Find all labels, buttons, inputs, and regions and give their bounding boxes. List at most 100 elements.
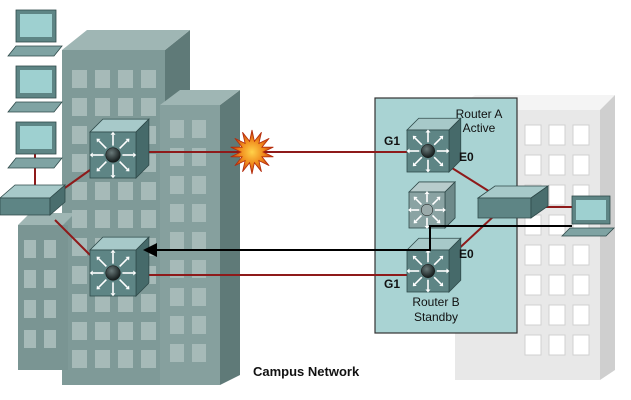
device-arrow (433, 276, 442, 285)
building-window (95, 294, 110, 312)
building-window (548, 274, 566, 296)
device-arrowhead (408, 207, 412, 213)
device-arrowhead (110, 131, 116, 135)
traffic-path (143, 225, 572, 257)
link-failure-burst-icon (230, 129, 274, 175)
device-arrowhead (412, 255, 417, 260)
building-window (44, 300, 56, 318)
device-arrowhead (413, 196, 418, 201)
pc-left (7, 9, 63, 57)
access-switch-left-side (49, 184, 66, 216)
device-arrowhead (89, 270, 93, 276)
device-arrowhead (413, 219, 418, 224)
building-window (72, 182, 87, 200)
building-window (72, 350, 87, 368)
device-arrow (415, 198, 423, 206)
building-window (524, 154, 542, 176)
building-window (44, 270, 56, 288)
device-arrow (414, 276, 423, 285)
device-arrow (98, 258, 107, 267)
device-arrowhead (439, 255, 444, 260)
device-arrowhead (425, 169, 431, 173)
pc-screen (20, 70, 52, 93)
device-arrowhead (133, 270, 137, 276)
access-switch-left (0, 184, 67, 216)
device-arrow (415, 214, 423, 222)
building-window (170, 288, 184, 306)
device-arrow (414, 257, 423, 266)
router-b (406, 237, 462, 293)
failure-burst (230, 129, 274, 175)
building-window (572, 154, 590, 176)
pc-screen (20, 126, 52, 149)
device-arrowhead (424, 225, 430, 229)
pc-left (7, 121, 63, 169)
building-window (192, 288, 206, 306)
building-window (572, 124, 590, 146)
building-window (170, 260, 184, 278)
device-arrow (433, 156, 442, 165)
device-arrow (98, 279, 107, 288)
device-arrow (414, 137, 423, 146)
device-arrowhead (96, 138, 101, 143)
building-window (192, 316, 206, 334)
building-window (524, 334, 542, 356)
building-window (141, 294, 156, 312)
device-arrowhead (439, 282, 444, 287)
device-core (421, 264, 435, 278)
device-arrowhead (442, 207, 446, 213)
building-window (170, 148, 184, 166)
pc-right (561, 195, 615, 237)
device-arrowhead (125, 285, 130, 290)
building-window (170, 232, 184, 250)
device-arrowhead (425, 129, 431, 133)
building-window (524, 124, 542, 146)
device-arrow (433, 137, 442, 146)
device-arrowhead (406, 268, 410, 274)
building-window (192, 260, 206, 278)
traffic-path-line (155, 225, 572, 251)
router-a (406, 117, 462, 173)
traffic-arrowhead (143, 243, 157, 257)
left-building-complex (18, 30, 240, 385)
device-arrowhead (436, 196, 441, 201)
building-window (95, 210, 110, 228)
building-window (118, 350, 133, 368)
building-window (524, 274, 542, 296)
building-window (141, 322, 156, 340)
building-window (95, 182, 110, 200)
building-window (72, 154, 87, 172)
pc-base (7, 101, 63, 113)
device-arrowhead (446, 148, 450, 154)
building-window (118, 98, 133, 116)
device-core (105, 265, 121, 281)
pc-right-screen (576, 200, 606, 220)
router-a-state-label: Active (462, 121, 496, 135)
device-arrowhead (125, 138, 130, 143)
building-window (24, 270, 36, 288)
building-window (572, 274, 590, 296)
device-arrowhead (96, 256, 101, 261)
router-b-e0-label: E0 (459, 247, 474, 261)
device-arrow (431, 214, 439, 222)
diagram-caption: Campus Network (253, 364, 360, 379)
device-arrowhead (110, 293, 116, 297)
building-window (524, 304, 542, 326)
building-window (548, 124, 566, 146)
device-arrowhead (133, 152, 137, 158)
pc-right-base (561, 227, 615, 237)
building-window (141, 70, 156, 88)
building-window (572, 334, 590, 356)
building-window (95, 98, 110, 116)
building-window (44, 330, 56, 348)
building-window (24, 330, 36, 348)
device-arrowhead (406, 148, 410, 154)
building-window (72, 70, 87, 88)
building-window (118, 210, 133, 228)
building-window (95, 350, 110, 368)
distribution-switch-bottom (89, 236, 150, 297)
building-window (141, 210, 156, 228)
router-b-state-label: Standby (413, 310, 459, 324)
building-window (72, 210, 87, 228)
device-arrow (98, 161, 107, 170)
